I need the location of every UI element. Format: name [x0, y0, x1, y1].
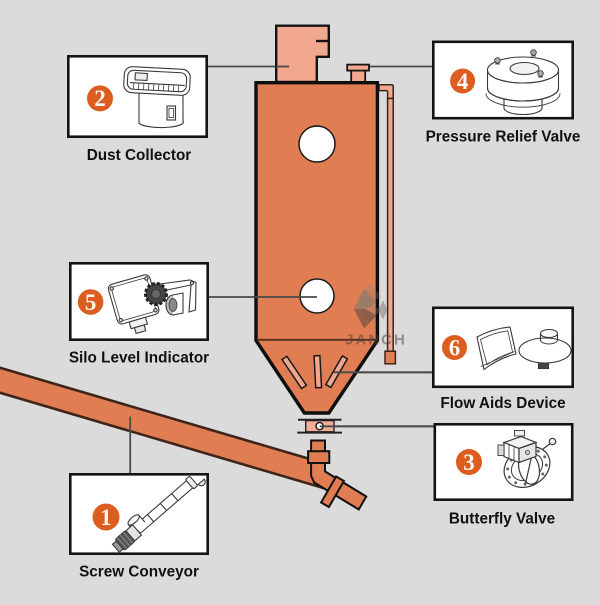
- svg-text:2: 2: [94, 86, 106, 111]
- svg-text:Pressure Relief Valve: Pressure Relief Valve: [426, 129, 581, 146]
- svg-text:Flow Aids Device: Flow Aids Device: [440, 395, 565, 412]
- svg-text:Silo Level Indicator: Silo Level Indicator: [69, 350, 209, 367]
- svg-text:Screw Conveyor: Screw Conveyor: [79, 564, 199, 581]
- svg-text:JANCH: JANCH: [345, 332, 407, 349]
- svg-text:3: 3: [463, 450, 475, 475]
- svg-text:1: 1: [100, 505, 112, 530]
- svg-text:5: 5: [85, 290, 97, 315]
- svg-text:6: 6: [449, 335, 461, 360]
- svg-text:Dust Collector: Dust Collector: [87, 147, 192, 164]
- svg-text:4: 4: [457, 69, 469, 94]
- svg-text:Butterfly Valve: Butterfly Valve: [449, 511, 555, 528]
